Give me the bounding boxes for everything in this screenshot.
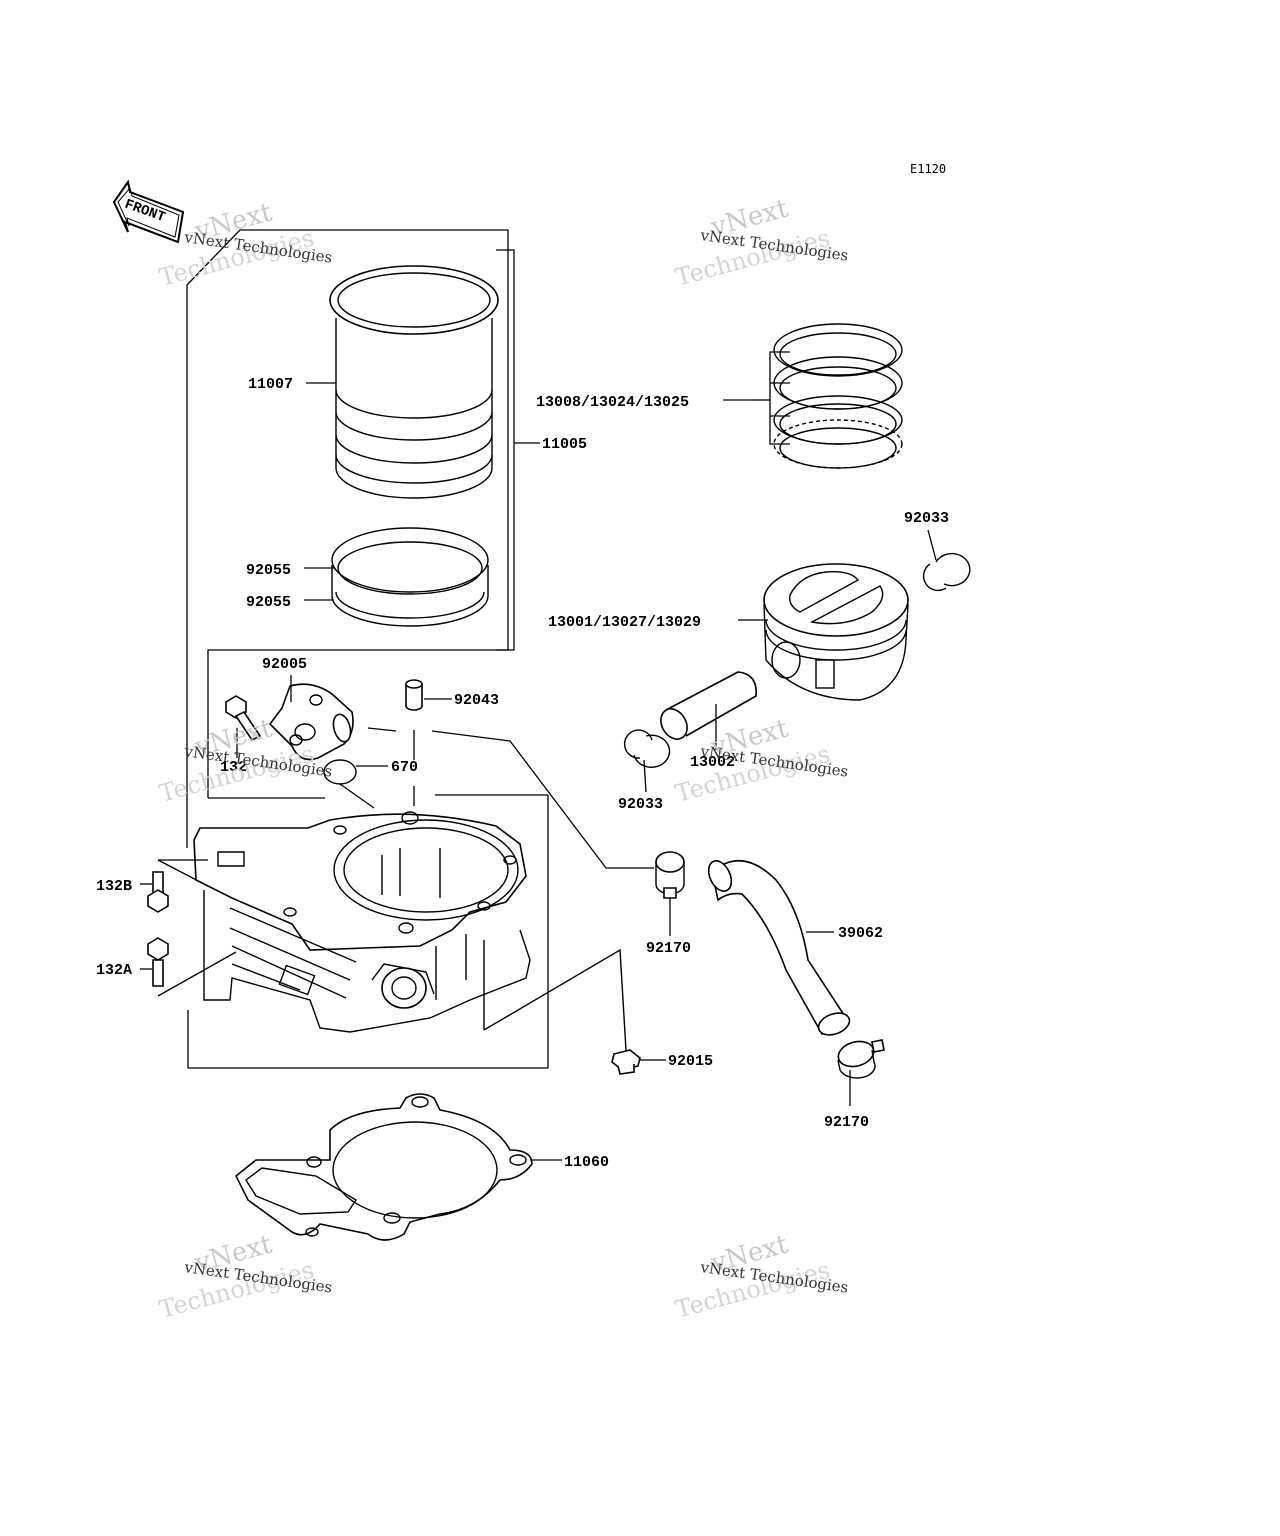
part-label-132b: 132B (96, 878, 132, 895)
hose-clamp-lower (837, 1039, 885, 1079)
part-labels: 11007 11005 92055 92055 92005 92043 132 … (96, 376, 949, 1171)
water-fitting (268, 683, 354, 761)
front-arrow-icon: FRONT (112, 179, 185, 244)
assembly-frame (186, 229, 549, 1069)
circlip-left (623, 729, 671, 768)
cylinder-liner (329, 265, 499, 499)
bolt-132 (225, 695, 262, 742)
bolt-132a (147, 937, 237, 997)
part-label-13002: 13002 (690, 754, 735, 771)
head-gasket (234, 1093, 533, 1241)
part-label-13008: 13008/13024/13025 (536, 394, 689, 411)
part-label-13001: 13001/13027/13029 (548, 614, 701, 631)
part-label-39062: 39062 (838, 925, 883, 942)
part-label-92005: 92005 (262, 656, 307, 673)
circlip-right (922, 552, 971, 592)
o-rings (331, 527, 489, 627)
plug-92015 (611, 1049, 641, 1075)
part-label-92170: 92170 (646, 940, 691, 957)
part-label-92033: 92033 (904, 510, 949, 527)
bolt-132b (147, 859, 209, 913)
part-label-92170: 92170 (824, 1114, 869, 1131)
hose-clamp-upper (655, 851, 685, 899)
watermark-5: vNext Technologies vNext Technologies (156, 1229, 333, 1323)
watermark-2: vNext Technologies vNext Technologies (672, 193, 849, 291)
dowel-pin (405, 679, 423, 711)
watermark-6: vNext Technologies vNext Technologies (672, 1229, 849, 1323)
part-label-132a: 132A (96, 962, 132, 979)
diagram-code: E1120 (910, 162, 946, 176)
water-hose (707, 859, 851, 1036)
leader-lines (140, 249, 937, 1161)
part-label-92033: 92033 (618, 796, 663, 813)
part-label-92055: 92055 (246, 562, 291, 579)
piston-pin (660, 671, 757, 740)
part-label-132: 132 (220, 759, 247, 776)
piston (763, 563, 909, 701)
cylinder-block (193, 811, 627, 1051)
part-label-11005: 11005 (542, 436, 587, 453)
part-label-670: 670 (391, 759, 418, 776)
part-label-11007: 11007 (248, 376, 293, 393)
part-label-92055: 92055 (246, 594, 291, 611)
part-label-92043: 92043 (454, 692, 499, 709)
piston-rings (756, 323, 903, 469)
part-label-92015: 92015 (668, 1053, 713, 1070)
part-label-11060: 11060 (564, 1154, 609, 1171)
